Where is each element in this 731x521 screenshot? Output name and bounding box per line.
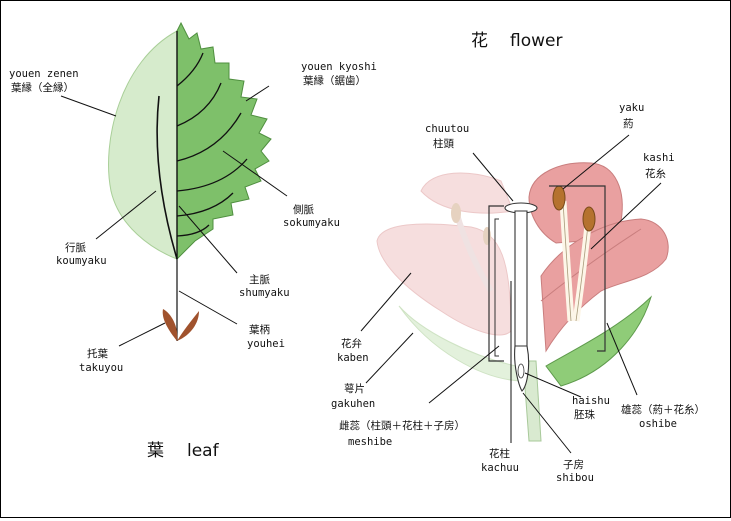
label-shumyaku-kanji: 主脈 xyxy=(249,273,270,286)
label-haishu-romaji: haishu xyxy=(572,395,610,407)
anther-left xyxy=(552,185,566,211)
stipule-left xyxy=(162,309,178,341)
label-sokumyaku-romaji: sokumyaku xyxy=(283,217,340,229)
flower-title-en: flower xyxy=(510,31,562,51)
anther-right xyxy=(582,206,596,232)
flower-title-kanji: 花 xyxy=(471,31,488,51)
sepal-right xyxy=(545,295,653,387)
petal-faded-upper xyxy=(420,172,514,214)
label-takuyou-kanji: 托葉 xyxy=(87,347,108,360)
leaf-leader-lines xyxy=(60,85,288,347)
label-youhei-kanji: 葉柄 xyxy=(249,323,270,336)
label-yaku-kanji: 葯 xyxy=(623,118,634,130)
label-takuyou-romaji: takuyou xyxy=(79,362,123,374)
label-youhei-romaji: youhei xyxy=(247,338,285,350)
flower-figure xyxy=(376,162,669,442)
label-kashi-romaji: kashi xyxy=(643,152,675,164)
label-koumyaku-kanji: 行脈 xyxy=(65,241,86,254)
style xyxy=(514,210,528,352)
leaf-title-kanji: 葉 xyxy=(147,441,164,461)
petal-faded-left xyxy=(376,223,512,336)
label-oshibe-kanji: 雄蕊（葯＋花糸） xyxy=(621,403,705,416)
label-koumyaku-romaji: koumyaku xyxy=(56,255,107,267)
flower-leader-lines xyxy=(360,134,662,454)
leaf-title-en: leaf xyxy=(187,441,220,461)
leaf-left-half xyxy=(108,30,178,260)
label-shibou-romaji: shibou xyxy=(556,472,594,484)
label-shibou-kanji: 子房 xyxy=(563,458,584,471)
label-youen-zenen-romaji: youen zenen xyxy=(9,68,79,80)
ovule xyxy=(517,363,525,379)
label-youen-zenen-kanji: 葉縁（全縁） xyxy=(11,81,74,94)
label-meshibe-kanji: 雌蕊（柱頭＋花柱＋子房） xyxy=(339,419,465,432)
label-kachuu-kanji: 花柱 xyxy=(489,447,510,460)
label-oshibe-romaji: oshibe xyxy=(639,418,677,430)
label-youen-kyoshi-romaji: youen kyoshi xyxy=(301,61,377,73)
label-chuutou-romaji: chuutou xyxy=(425,123,469,135)
label-kachuu-romaji: kachuu xyxy=(481,462,519,474)
label-chuutou-kanji: 柱頭 xyxy=(433,137,454,150)
label-youen-kyoshi-kanji: 葉縁（鋸歯） xyxy=(303,74,366,87)
leaf-figure xyxy=(108,21,272,341)
label-meshibe-romaji: meshibe xyxy=(348,436,392,448)
flower-stem xyxy=(522,360,542,442)
label-sokumyaku-kanji: 側脈 xyxy=(293,203,314,216)
label-gakuhen-kanji: 萼片 xyxy=(344,382,365,395)
label-kaben-romaji: kaben xyxy=(337,352,369,364)
stipule-right xyxy=(177,311,199,341)
label-haishu-kanji: 胚珠 xyxy=(574,408,595,421)
label-kaben-kanji: 花弁 xyxy=(341,337,362,350)
leaf-right-half xyxy=(176,21,272,261)
label-yaku-romaji: yaku xyxy=(619,102,644,114)
label-gakuhen-romaji: gakuhen xyxy=(331,398,375,410)
label-kashi-kanji: 花糸 xyxy=(645,167,666,180)
petal-upper-right xyxy=(528,162,623,244)
label-shumyaku-romaji: shumyaku xyxy=(239,287,290,299)
